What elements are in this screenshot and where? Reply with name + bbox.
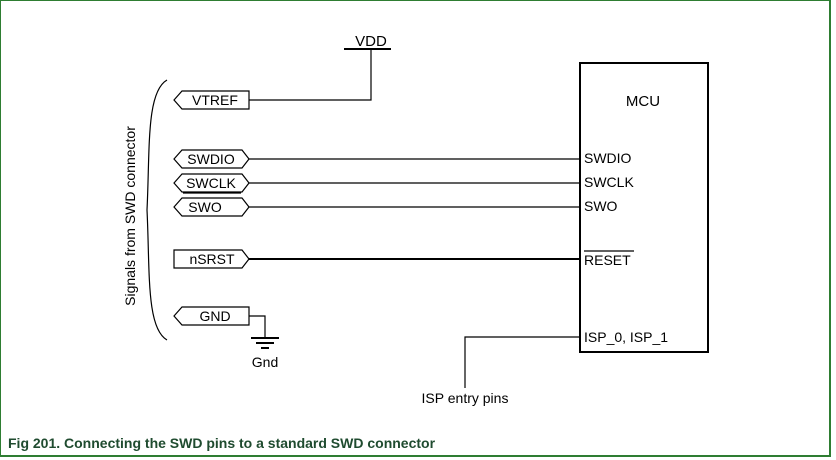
pin-gnd: GND bbox=[173, 306, 250, 326]
pin-nsrst-label: nSRST bbox=[189, 251, 235, 267]
pin-gnd-label: GND bbox=[199, 308, 230, 324]
mcu-pin-swclk: SWCLK bbox=[584, 174, 634, 190]
ground-symbol-icon bbox=[251, 337, 279, 349]
brace-label: Signals from SWD connector bbox=[122, 126, 138, 306]
pin-vtref-label: VTREF bbox=[192, 92, 238, 108]
vtref-wire bbox=[249, 49, 372, 101]
pin-swo-label: SWO bbox=[188, 199, 222, 215]
pin-swdio: SWDIO bbox=[173, 149, 250, 169]
isp-entry-label: ISP entry pins bbox=[422, 390, 509, 406]
pin-vtref: VTREF bbox=[173, 90, 250, 110]
mcu-pin-reset: RESET bbox=[584, 252, 631, 268]
figure-caption: Fig 201. Connecting the SWD pins to a st… bbox=[8, 435, 436, 451]
mcu-pin-swo: SWO bbox=[584, 198, 618, 214]
pin-swclk: SWCLK bbox=[173, 173, 250, 194]
gnd-symbol-label: Gnd bbox=[252, 354, 278, 370]
pin-swclk-label: SWCLK bbox=[186, 175, 236, 191]
mcu-pin-isp: ISP_0, ISP_1 bbox=[584, 329, 668, 345]
vdd-label: VDD bbox=[355, 33, 387, 50]
mcu-pin-swdio: SWDIO bbox=[584, 150, 632, 166]
gnd-wire bbox=[249, 315, 266, 338]
connector-pin-icon bbox=[173, 249, 250, 269]
connector-pin-icon bbox=[173, 90, 250, 110]
pin-swdio-label: SWDIO bbox=[187, 151, 235, 167]
isp-wire bbox=[464, 336, 580, 388]
mcu-label: MCU bbox=[626, 93, 660, 110]
pin-swo: SWO bbox=[173, 197, 250, 217]
signal-group-brace bbox=[146, 79, 168, 341]
pin-nsrst: nSRST bbox=[173, 249, 250, 269]
